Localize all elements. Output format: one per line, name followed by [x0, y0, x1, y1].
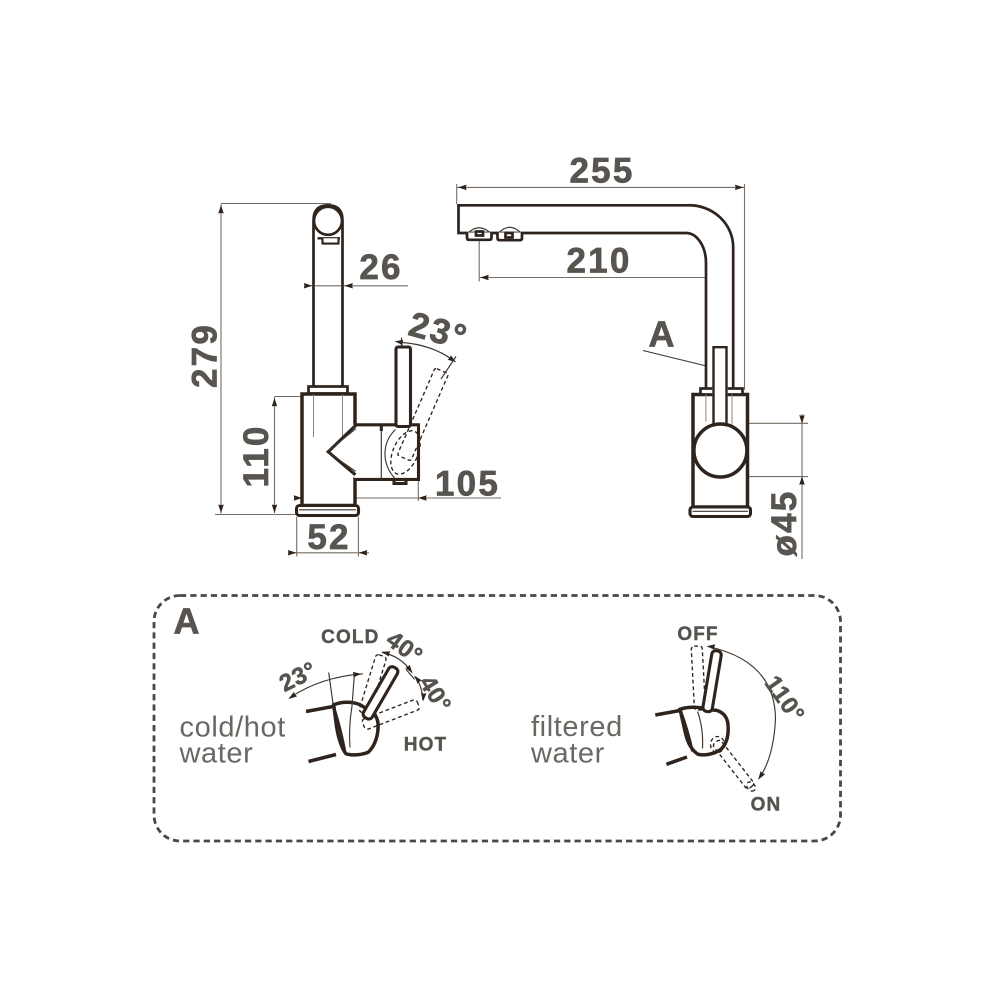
svg-text:OFF: OFF [677, 624, 718, 645]
svg-text:A: A [649, 314, 675, 355]
svg-text:ø45: ø45 [765, 490, 804, 557]
svg-text:105: 105 [435, 465, 500, 504]
svg-text:255: 255 [570, 152, 635, 191]
svg-text:COLD: COLD [321, 627, 379, 648]
svg-text:cold/hot: cold/hot [180, 712, 286, 744]
svg-text:water: water [179, 738, 254, 770]
svg-text:A: A [174, 601, 200, 642]
svg-text:26: 26 [359, 248, 402, 287]
svg-text:110: 110 [237, 424, 276, 487]
svg-text:water: water [530, 738, 605, 770]
svg-text:52: 52 [307, 518, 350, 557]
svg-text:ON: ON [751, 795, 782, 816]
svg-text:filtered: filtered [531, 711, 623, 743]
svg-text:HOT: HOT [404, 734, 447, 755]
svg-text:279: 279 [186, 323, 225, 388]
svg-text:210: 210 [567, 242, 632, 281]
